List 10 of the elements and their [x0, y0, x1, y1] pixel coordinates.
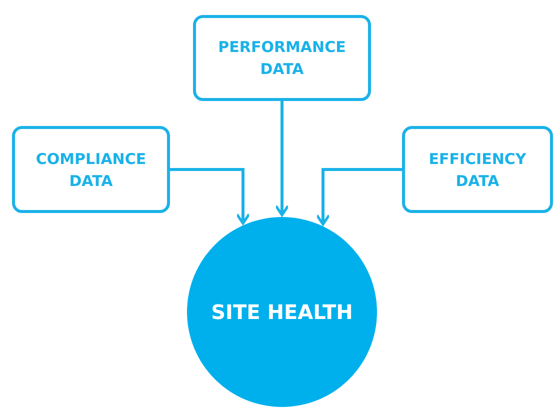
box-label: PERFORMANCE DATA: [217, 37, 347, 80]
data-box: [402, 126, 553, 213]
data-box: [12, 126, 170, 213]
box-label: COMPLIANCE DATA: [34, 148, 148, 192]
arrow: [170, 168, 250, 225]
box-label: EFFICIENCY DATA: [428, 148, 528, 192]
arrow: [316, 168, 402, 226]
circle-label: SITE HEALTH: [210, 300, 354, 324]
data-box: [193, 15, 371, 101]
arrow: [274, 101, 290, 216]
